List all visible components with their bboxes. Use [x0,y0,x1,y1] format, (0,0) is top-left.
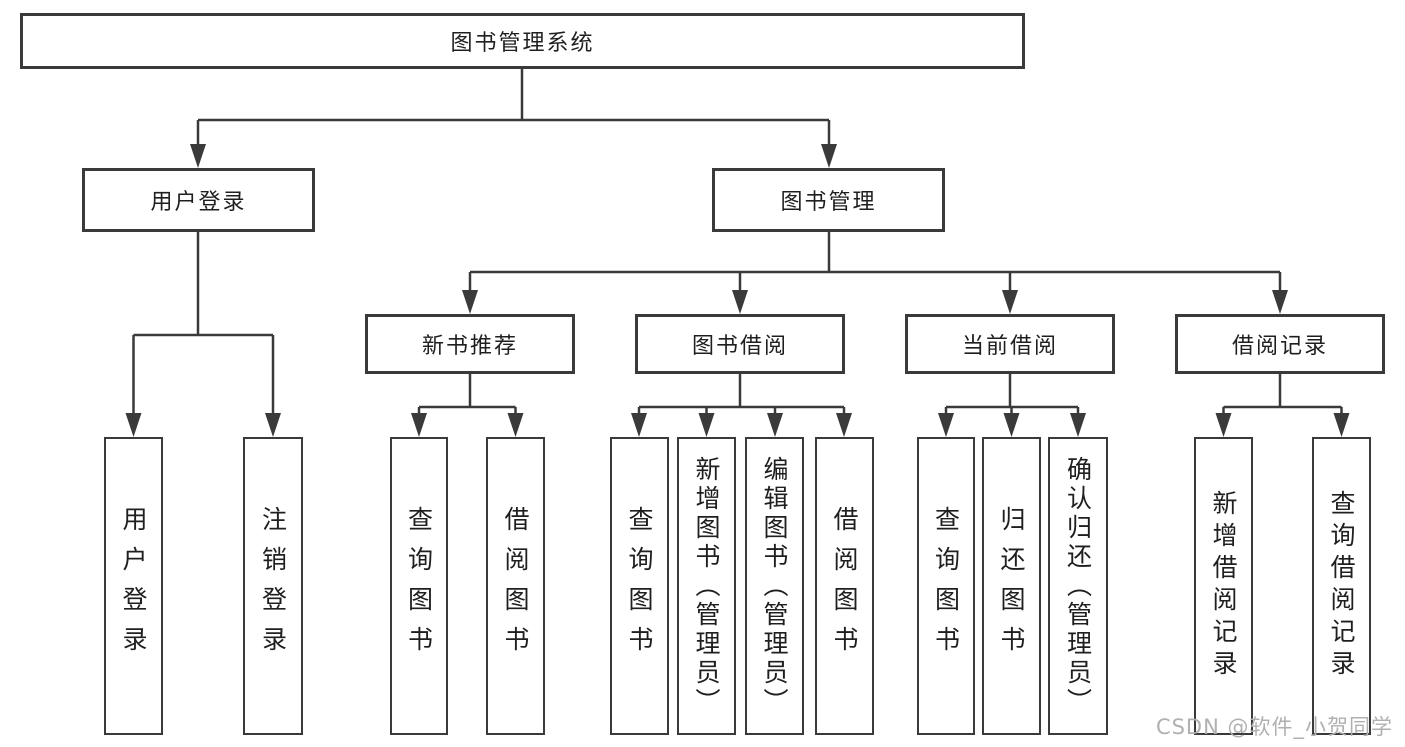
node-book-borrowing: 图书借阅 [635,314,845,374]
node-user-login: 用户登录 [82,168,315,232]
leaf-logout: 注销登录 [243,437,303,735]
arrowhead-icon [462,290,478,314]
arrowhead-icon [1070,413,1086,437]
leaf-user-login: 用户登录 [104,437,163,735]
arrowhead-icon [821,144,837,168]
node-label: 图书管理系统 [450,31,595,56]
node-label: 图书借阅 [691,334,788,359]
node-label: 查询借阅记录 [1327,490,1356,682]
arrowhead-icon [1272,290,1288,314]
leaf-query-books-recommend: 查询图书 [390,437,448,735]
arrowhead-icon [190,144,206,168]
node-label: 新增图书（管理员） [692,455,721,717]
arrowhead-icon [1003,413,1020,437]
leaf-return-books: 归还图书 [982,437,1041,735]
node-label: 新增借阅记录 [1209,490,1238,682]
node-label: 用户登录 [150,190,247,215]
node-label: 图书管理 [780,190,877,215]
arrowhead-icon [938,413,954,437]
arrowhead-icon [411,413,427,437]
arrowhead-icon [1002,290,1018,314]
arrowhead-icon [836,413,852,437]
arrowhead-icon [125,413,142,437]
node-label: 查询图书 [931,506,961,666]
node-label: 查询图书 [404,506,434,666]
node-label: 借阅记录 [1231,334,1328,359]
arrowhead-icon [631,413,647,437]
node-current-borrowing: 当前借阅 [905,314,1115,374]
csdn-watermark: CSDN @软件_小贺同学 [1155,715,1393,739]
node-label: 查询图书 [625,506,654,666]
node-library-system: 图书管理系统 [20,13,1025,69]
arrowhead-icon [767,413,783,437]
leaf-confirm-return-admin: 确认归还（管理员） [1048,437,1108,735]
arrowhead-icon [1333,413,1350,437]
arrowhead-icon [265,413,281,437]
node-label: 注销登录 [258,506,288,666]
leaf-query-borrow-record: 查询借阅记录 [1312,437,1371,735]
node-new-book-recommendation: 新书推荐 [365,314,575,374]
leaf-query-books-current: 查询图书 [917,437,975,735]
leaf-add-borrow-record: 新增借阅记录 [1194,437,1253,735]
arrowhead-icon [698,413,715,437]
leaf-borrow-books-borrowing: 借阅图书 [815,437,874,735]
node-book-management: 图书管理 [712,168,945,232]
leaf-edit-books-admin: 编辑图书（管理员） [745,437,804,735]
node-label: 当前借阅 [961,334,1058,359]
arrowhead-icon [1215,413,1232,437]
node-borrowing-records: 借阅记录 [1175,314,1385,374]
arrowhead-icon [732,290,748,314]
leaf-borrow-books-recommend: 借阅图书 [486,437,545,735]
leaf-add-books-admin: 新增图书（管理员） [677,437,736,735]
node-label: 用户登录 [119,506,148,666]
node-label: 确认归还（管理员） [1063,455,1093,717]
node-label: 新书推荐 [421,334,518,359]
node-label: 归还图书 [997,506,1026,666]
arrowhead-icon [507,413,524,437]
node-label: 借阅图书 [501,506,530,666]
node-label: 编辑图书（管理员） [760,455,789,717]
node-label: 借阅图书 [830,506,859,666]
leaf-query-books-borrowing: 查询图书 [610,437,669,735]
